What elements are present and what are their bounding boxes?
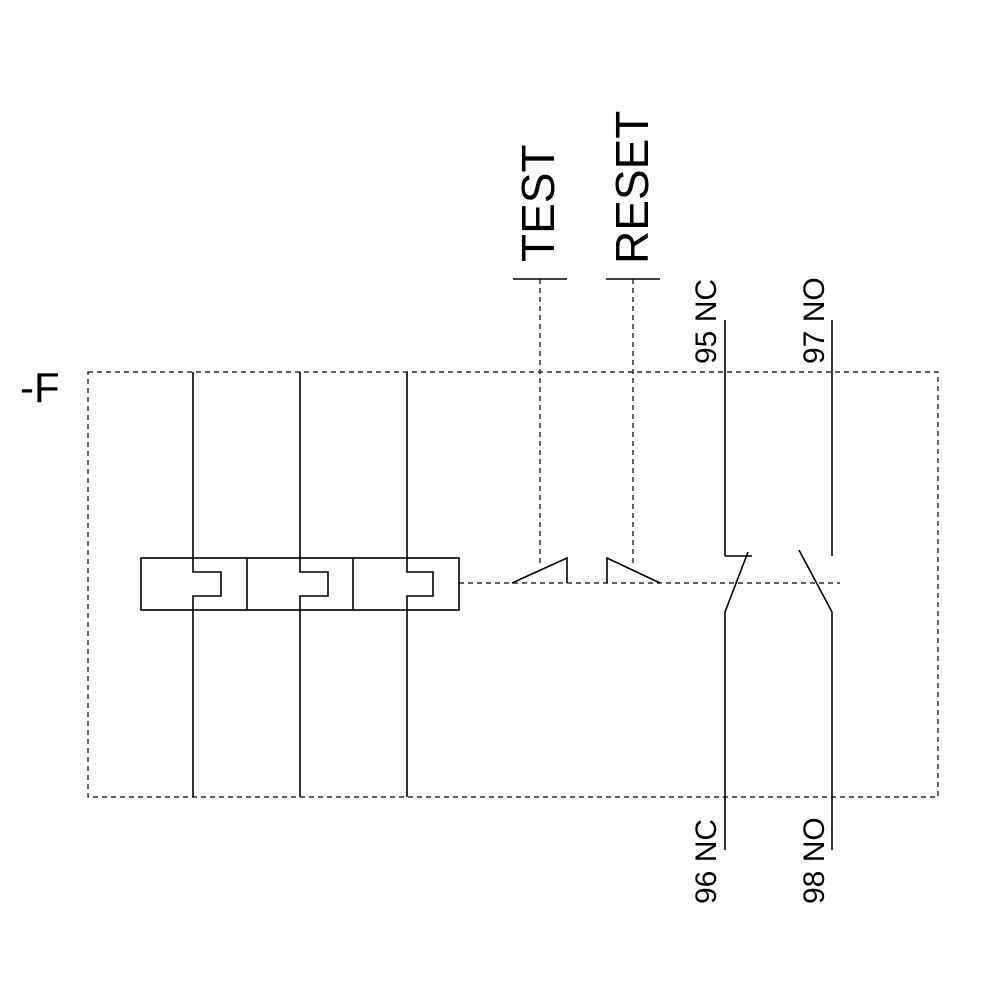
- terminal-95-label: 95 NC: [690, 279, 723, 364]
- test-button-symbol: [511, 278, 568, 584]
- reset-label: RESET: [606, 111, 658, 264]
- device-enclosure: [87, 371, 939, 798]
- test-label: TEST: [512, 144, 564, 262]
- terminal-96-label: 96 NC: [690, 819, 723, 904]
- thermal-element-symbol-3: [406, 558, 434, 610]
- reset-button-symbol: [606, 278, 661, 584]
- terminal-98-label: 98 NO: [798, 817, 831, 904]
- nc-contact: [724, 320, 752, 850]
- thermal-element-block: [140, 557, 460, 611]
- thermal-element-symbol-2: [299, 558, 329, 610]
- terminal-97-label: 97 NO: [798, 277, 831, 364]
- no-contact: [798, 320, 833, 850]
- thermal-element-symbol-1: [192, 558, 222, 610]
- device-label: -F: [20, 364, 60, 411]
